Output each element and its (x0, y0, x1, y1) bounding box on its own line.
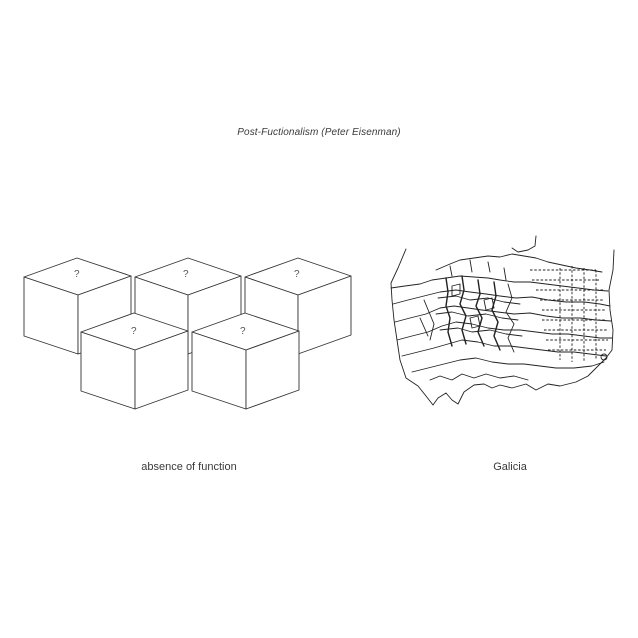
stratum-line (392, 289, 611, 307)
dashed-grid (530, 266, 608, 362)
site-marker (600, 353, 608, 361)
stratum-line (401, 339, 607, 357)
lower-contour (429, 373, 529, 381)
central-block (445, 277, 453, 347)
stratum-line (411, 357, 605, 373)
central-block (475, 279, 485, 347)
central-block (449, 259, 507, 281)
cube-front-right: ? (191, 312, 300, 410)
stratum-line (396, 321, 613, 341)
top-inlet (435, 253, 603, 273)
central-block (419, 299, 435, 341)
page-title: Post-Fuctionalism (Peter Eisenman) (237, 127, 401, 138)
central-block (505, 283, 515, 353)
central-block (435, 311, 519, 321)
stratum-line (390, 275, 609, 292)
question-mark-label: ? (240, 326, 246, 337)
site-outline (390, 248, 615, 406)
central-block (437, 295, 521, 305)
central-block (459, 275, 467, 345)
galicia-site-plan (390, 235, 615, 406)
central-block (451, 283, 495, 329)
question-mark-label: ? (131, 326, 137, 337)
cube-right-face (134, 330, 189, 410)
question-mark-label: ? (294, 269, 300, 280)
question-mark-label: ? (183, 269, 189, 280)
stratum-line (394, 305, 612, 323)
top-inlet (511, 235, 537, 253)
cube-right-face (245, 330, 300, 410)
question-mark-label: ? (74, 269, 80, 280)
right-figure-caption: Galicia (493, 461, 527, 473)
central-block (439, 327, 523, 337)
left-figure-caption: absence of function (141, 461, 237, 473)
cube-front-left: ? (80, 312, 189, 410)
